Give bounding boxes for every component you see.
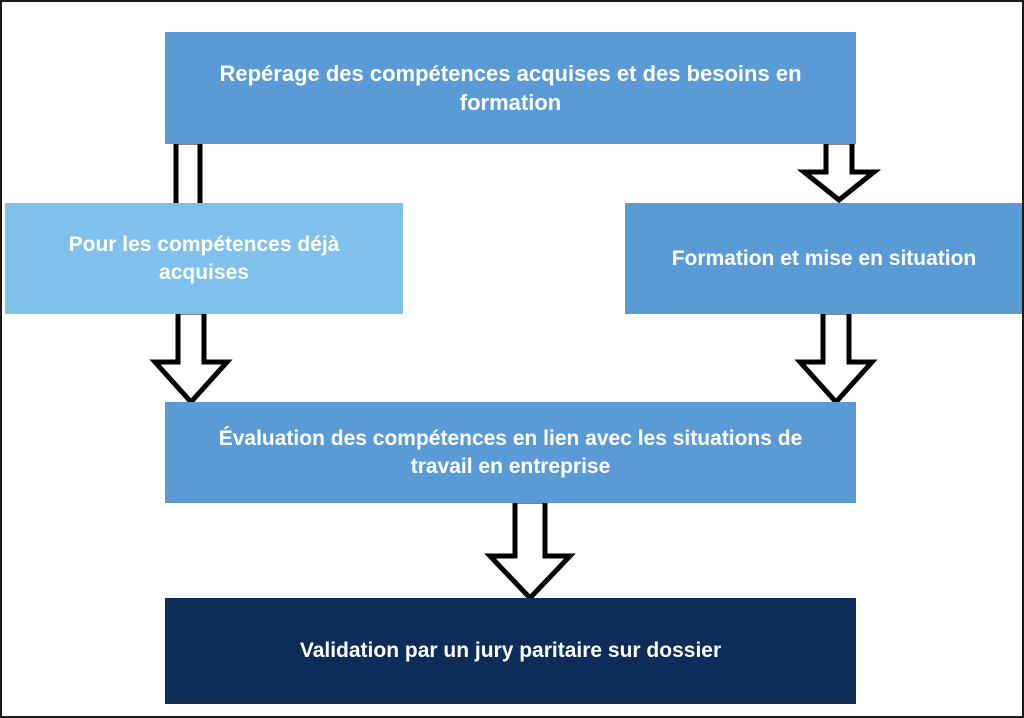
process-node-acquises-label: Pour les compétences déjà acquises — [68, 232, 340, 284]
process-node-formation: Formation et mise en situation — [625, 203, 1022, 314]
connector-evaluation-to-validation — [484, 498, 576, 602]
connector-formation-to-evaluation — [794, 309, 878, 406]
down-shaft-icon — [173, 139, 203, 215]
arrow-down-icon — [794, 309, 878, 406]
arrow-down-icon — [149, 309, 233, 406]
process-node-validation-label: Validation par un jury paritaire sur dos… — [299, 639, 722, 663]
arrow-down-icon — [484, 498, 576, 602]
arrow-down-icon — [796, 139, 882, 204]
connector-reperage-to-formation — [796, 139, 882, 204]
process-node-acquises: Pour les compétences déjà acquises — [5, 203, 403, 314]
connector-acquises-to-evaluation — [149, 309, 233, 406]
process-node-reperage-label: Repérage des compétences acquises et des… — [219, 60, 802, 115]
connector-reperage-to-acquises — [164, 139, 212, 215]
process-node-formation-label: Formation et mise en situation — [671, 246, 977, 270]
process-node-evaluation: Évaluation des compétences en lien avec … — [165, 402, 856, 503]
process-node-reperage: Repérage des compétences acquises et des… — [165, 32, 856, 144]
process-node-validation: Validation par un jury paritaire sur dos… — [165, 598, 856, 704]
process-node-evaluation-label: Évaluation des compétences en lien avec … — [218, 426, 803, 478]
